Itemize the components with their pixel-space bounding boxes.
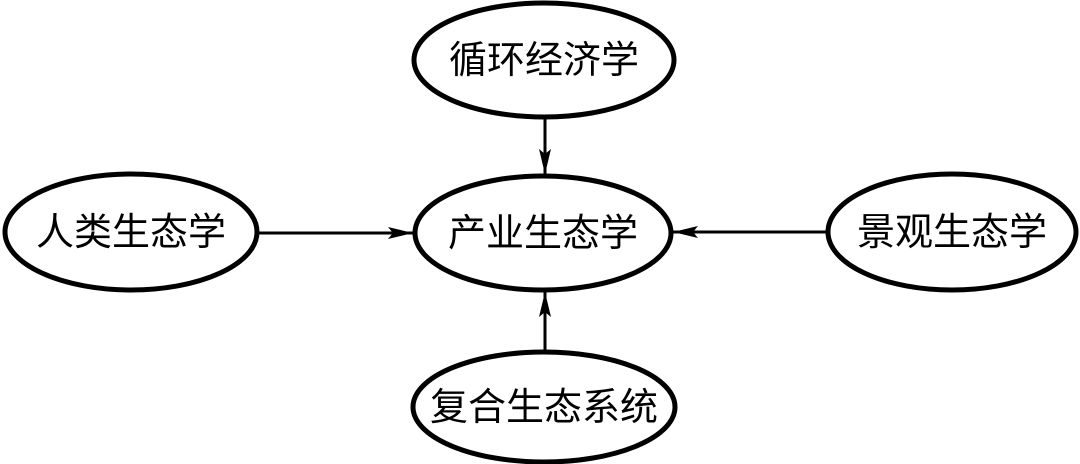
node-left-label: 人类生态学 (36, 210, 226, 254)
node-bottom-ellipse (410, 349, 678, 464)
node-bottom: 复合生态系统 (410, 349, 678, 464)
node-right-ellipse (825, 171, 1079, 293)
node-right-label: 景观生态学 (857, 210, 1047, 254)
node-center: 产业生态学 (412, 173, 674, 293)
node-top: 循环经济学 (411, 0, 677, 120)
node-top-label: 循环经济学 (449, 38, 639, 82)
node-center-label: 产业生态学 (448, 211, 638, 255)
node-center-ellipse (412, 173, 674, 293)
node-right: 景观生态学 (825, 171, 1079, 293)
node-left: 人类生态学 (2, 171, 260, 293)
node-bottom-label: 复合生态系统 (430, 385, 658, 429)
